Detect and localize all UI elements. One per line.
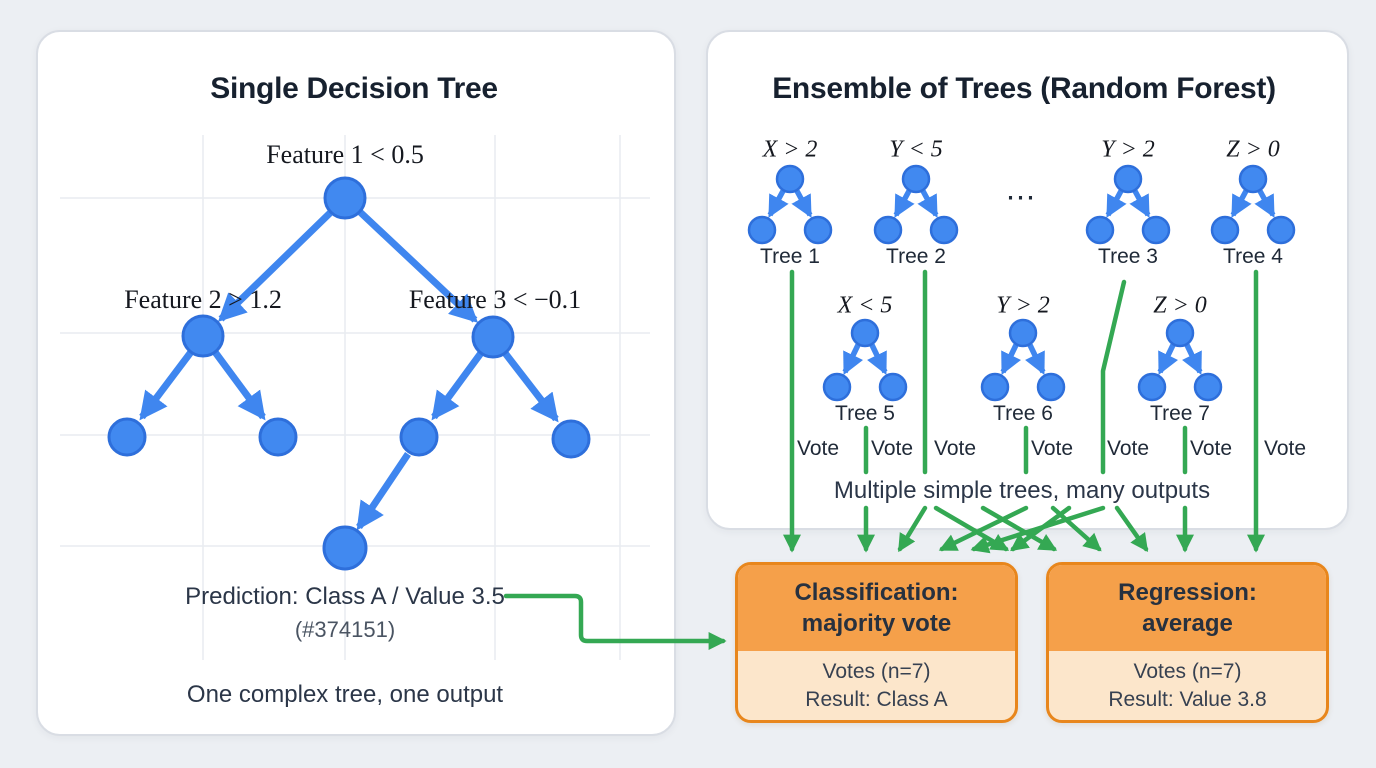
tree-1-label: Tree 1 [760, 245, 820, 268]
vote-label-4: Vote [1030, 437, 1074, 460]
root-condition-label: Feature 1 < 0.5 [266, 140, 424, 169]
tree-7-condition: Z > 0 [1153, 292, 1207, 319]
classification-title-line2: majority vote [801, 610, 952, 637]
right-panel-title: Ensemble of Trees (Random Forest) [772, 72, 1276, 105]
regression-box: Regression: average Votes (n=7) Result: … [1046, 562, 1329, 723]
prediction-color-note: (#374151) [294, 617, 396, 642]
tree-6-condition: Y > 2 [996, 292, 1050, 319]
vote-label-3: Vote [933, 437, 977, 460]
tree-3-condition: Y > 2 [1101, 136, 1155, 163]
prediction-label: Prediction: Class A / Value 3.5 [185, 583, 505, 610]
vote-label-6: Vote [1189, 437, 1233, 460]
tree-4-label: Tree 4 [1223, 245, 1283, 268]
tree-7-label: Tree 7 [1150, 402, 1210, 425]
tree-2-label: Tree 2 [886, 245, 946, 268]
left-condition-label: Feature 2 > 1.2 [124, 285, 282, 314]
classification-box: Classification: majority vote Votes (n=7… [735, 562, 1018, 723]
regression-box-header: Regression: average [1049, 565, 1326, 651]
tree-1-condition: X > 2 [762, 136, 818, 163]
right-condition-label: Feature 3 < −0.1 [408, 285, 582, 314]
tree-5-condition: X < 5 [837, 292, 893, 319]
ellipsis-label: ⋯ [1005, 181, 1039, 215]
vote-label-2: Vote [870, 437, 914, 460]
vote-label-1: Vote [796, 437, 840, 460]
vote-label-5: Vote [1106, 437, 1150, 460]
regression-title-line1: Regression: [1118, 578, 1257, 606]
tree-4-condition: Z > 0 [1226, 136, 1280, 163]
left-panel-title: Single Decision Tree [210, 72, 498, 105]
tree-3-label: Tree 3 [1098, 245, 1158, 268]
classification-box-header: Classification: majority vote [738, 565, 1015, 651]
tree-6-label: Tree 6 [993, 402, 1053, 425]
classification-result: Result: Class A [805, 687, 948, 711]
regression-title-line2: average [1142, 610, 1233, 637]
classification-box-body: Votes (n=7) Result: Class A [738, 651, 1015, 720]
vote-label-7: Vote [1263, 437, 1307, 460]
classification-title-line1: Classification: [794, 578, 959, 606]
classification-votes: Votes (n=7) [822, 659, 931, 683]
tree-2-condition: Y < 5 [889, 136, 943, 163]
ensemble-caption: Multiple simple trees, many outputs [833, 477, 1211, 504]
regression-box-body: Votes (n=7) Result: Value 3.8 [1049, 651, 1326, 720]
regression-votes: Votes (n=7) [1133, 659, 1242, 683]
regression-result: Result: Value 3.8 [1108, 687, 1267, 711]
left-panel-caption: One complex tree, one output [186, 681, 504, 708]
tree-5-label: Tree 5 [835, 402, 895, 425]
